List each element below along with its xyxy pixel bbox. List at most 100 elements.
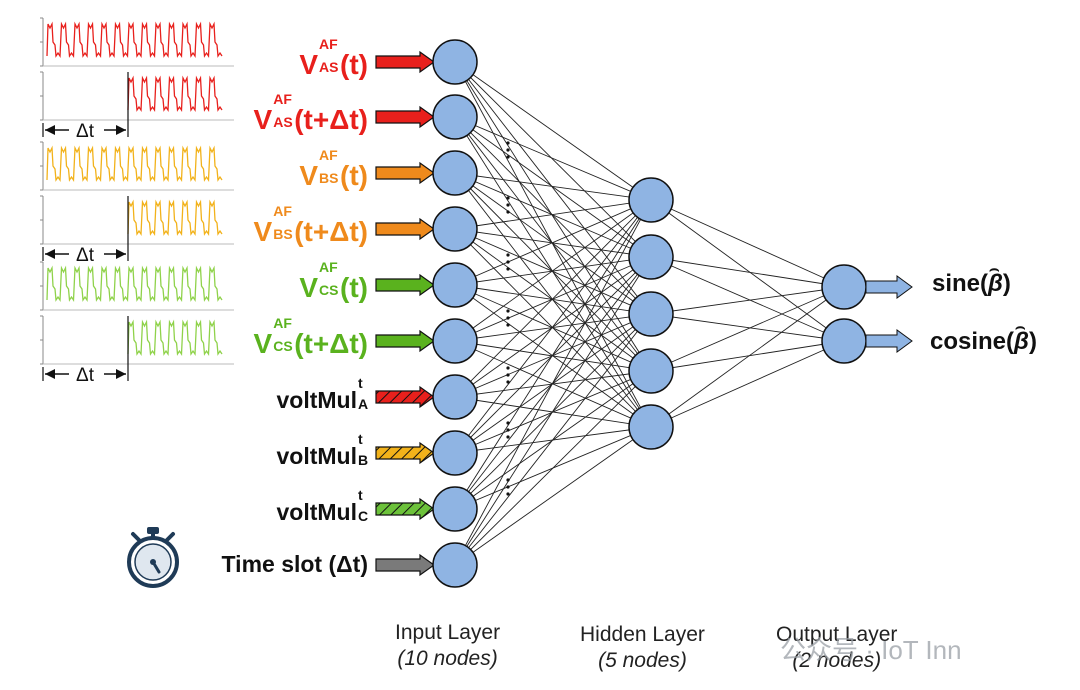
output-node (821, 264, 867, 310)
connection-input-hidden (454, 61, 652, 315)
connection-input-hidden (454, 199, 652, 230)
stopwatch-icon (127, 527, 179, 588)
connection-input-hidden (454, 199, 652, 286)
input-label: Time slot (Δt) (221, 551, 368, 577)
waveform-line (46, 265, 223, 303)
connection-input-hidden (454, 172, 652, 315)
waveform-panel (40, 261, 234, 311)
input-arrow (375, 553, 436, 577)
hidden-layer-title: Hidden Layer (580, 623, 705, 646)
hidden-node (628, 348, 674, 394)
connection-hidden-output (650, 340, 845, 372)
waveform-panel: Δt (40, 195, 234, 266)
connection-input-hidden (454, 172, 652, 258)
input-node (432, 150, 478, 196)
hidden-node (628, 177, 674, 223)
waveform-line (46, 21, 223, 59)
ellipsis-dot (506, 435, 510, 439)
ellipsis-dot (506, 478, 510, 482)
connection-input-hidden (454, 61, 652, 201)
waveform-line (127, 199, 223, 237)
input-arrow (375, 329, 436, 353)
output-arrow (865, 275, 913, 299)
input-arrow (375, 217, 436, 241)
ellipsis-dot (506, 380, 510, 384)
waveform-line (127, 319, 223, 357)
delta-t-label: Δt (76, 121, 95, 142)
ellipsis-dot (506, 366, 510, 370)
input-node (432, 430, 478, 476)
connection-input-hidden (454, 313, 652, 566)
input-arrow (375, 161, 436, 185)
ellipsis-dot (506, 253, 510, 257)
connection-input-hidden (454, 116, 652, 315)
input-arrow (375, 385, 436, 409)
ellipsis-dot (506, 492, 510, 496)
input-node (432, 206, 478, 252)
ellipsis-dot (506, 210, 510, 214)
input-node (432, 374, 478, 420)
input-arrow (375, 497, 436, 521)
connection-input-hidden (454, 340, 652, 372)
connection-input-hidden (454, 199, 652, 342)
waveform-panel (40, 141, 234, 191)
input-arrows (375, 50, 436, 577)
connection-hidden-output (650, 286, 845, 428)
input-arrow (375, 273, 436, 297)
connection-hidden-output (650, 286, 845, 315)
hidden-node (628, 404, 674, 450)
delta-t-label: Δt (76, 365, 95, 386)
ellipsis-dot (506, 141, 510, 145)
output-label-sine: sine(⌢β) (932, 261, 1011, 297)
connection-input-hidden (454, 284, 652, 315)
waveform-line (46, 145, 223, 183)
connection-hidden-output (650, 340, 845, 428)
waveform-panel: Δt (40, 315, 234, 386)
input-layer-caption: Input Layer (10 nodes) (395, 620, 500, 673)
ellipsis-dot (506, 421, 510, 425)
hidden-layer-caption: Hidden Layer (5 nodes) (580, 622, 705, 675)
connection-hidden-output (650, 199, 845, 342)
ellipsis-dot (506, 485, 510, 489)
input-node (432, 542, 478, 588)
connection-hidden-output (650, 313, 845, 342)
connection-input-hidden (454, 199, 652, 454)
input-arrow (375, 50, 436, 74)
connection-input-hidden (454, 370, 652, 566)
ellipsis-dot (506, 196, 510, 200)
waveform-panel (40, 17, 234, 67)
output-layer-title: Output Layer (776, 623, 898, 646)
connection-input-hidden (454, 228, 652, 258)
input-node (432, 318, 478, 364)
connection-hidden-output (650, 256, 845, 342)
output-arrow (865, 329, 913, 353)
hidden-layer-count: (5 nodes) (598, 649, 687, 673)
connection-input-hidden (454, 228, 652, 315)
ellipsis-dot (506, 155, 510, 159)
input-node (432, 94, 478, 140)
connection-input-hidden (454, 228, 652, 372)
connection-input-hidden (454, 172, 652, 201)
connection-input-hidden (454, 61, 652, 258)
connection-input-hidden (454, 61, 652, 372)
network-connections (454, 61, 845, 566)
ellipsis-dot (506, 428, 510, 432)
ellipsis-dot (506, 260, 510, 264)
ellipsis-dot (506, 267, 510, 271)
output-node (821, 318, 867, 364)
connection-input-hidden (454, 172, 652, 372)
output-layer-caption: Output Layer (2 nodes) (776, 622, 897, 675)
connection-input-hidden (454, 199, 652, 398)
connection-input-hidden (454, 284, 652, 372)
input-layer-title: Input Layer (395, 621, 501, 644)
input-node (432, 39, 478, 85)
network-nodes (432, 39, 913, 588)
ellipsis-dot (506, 316, 510, 320)
